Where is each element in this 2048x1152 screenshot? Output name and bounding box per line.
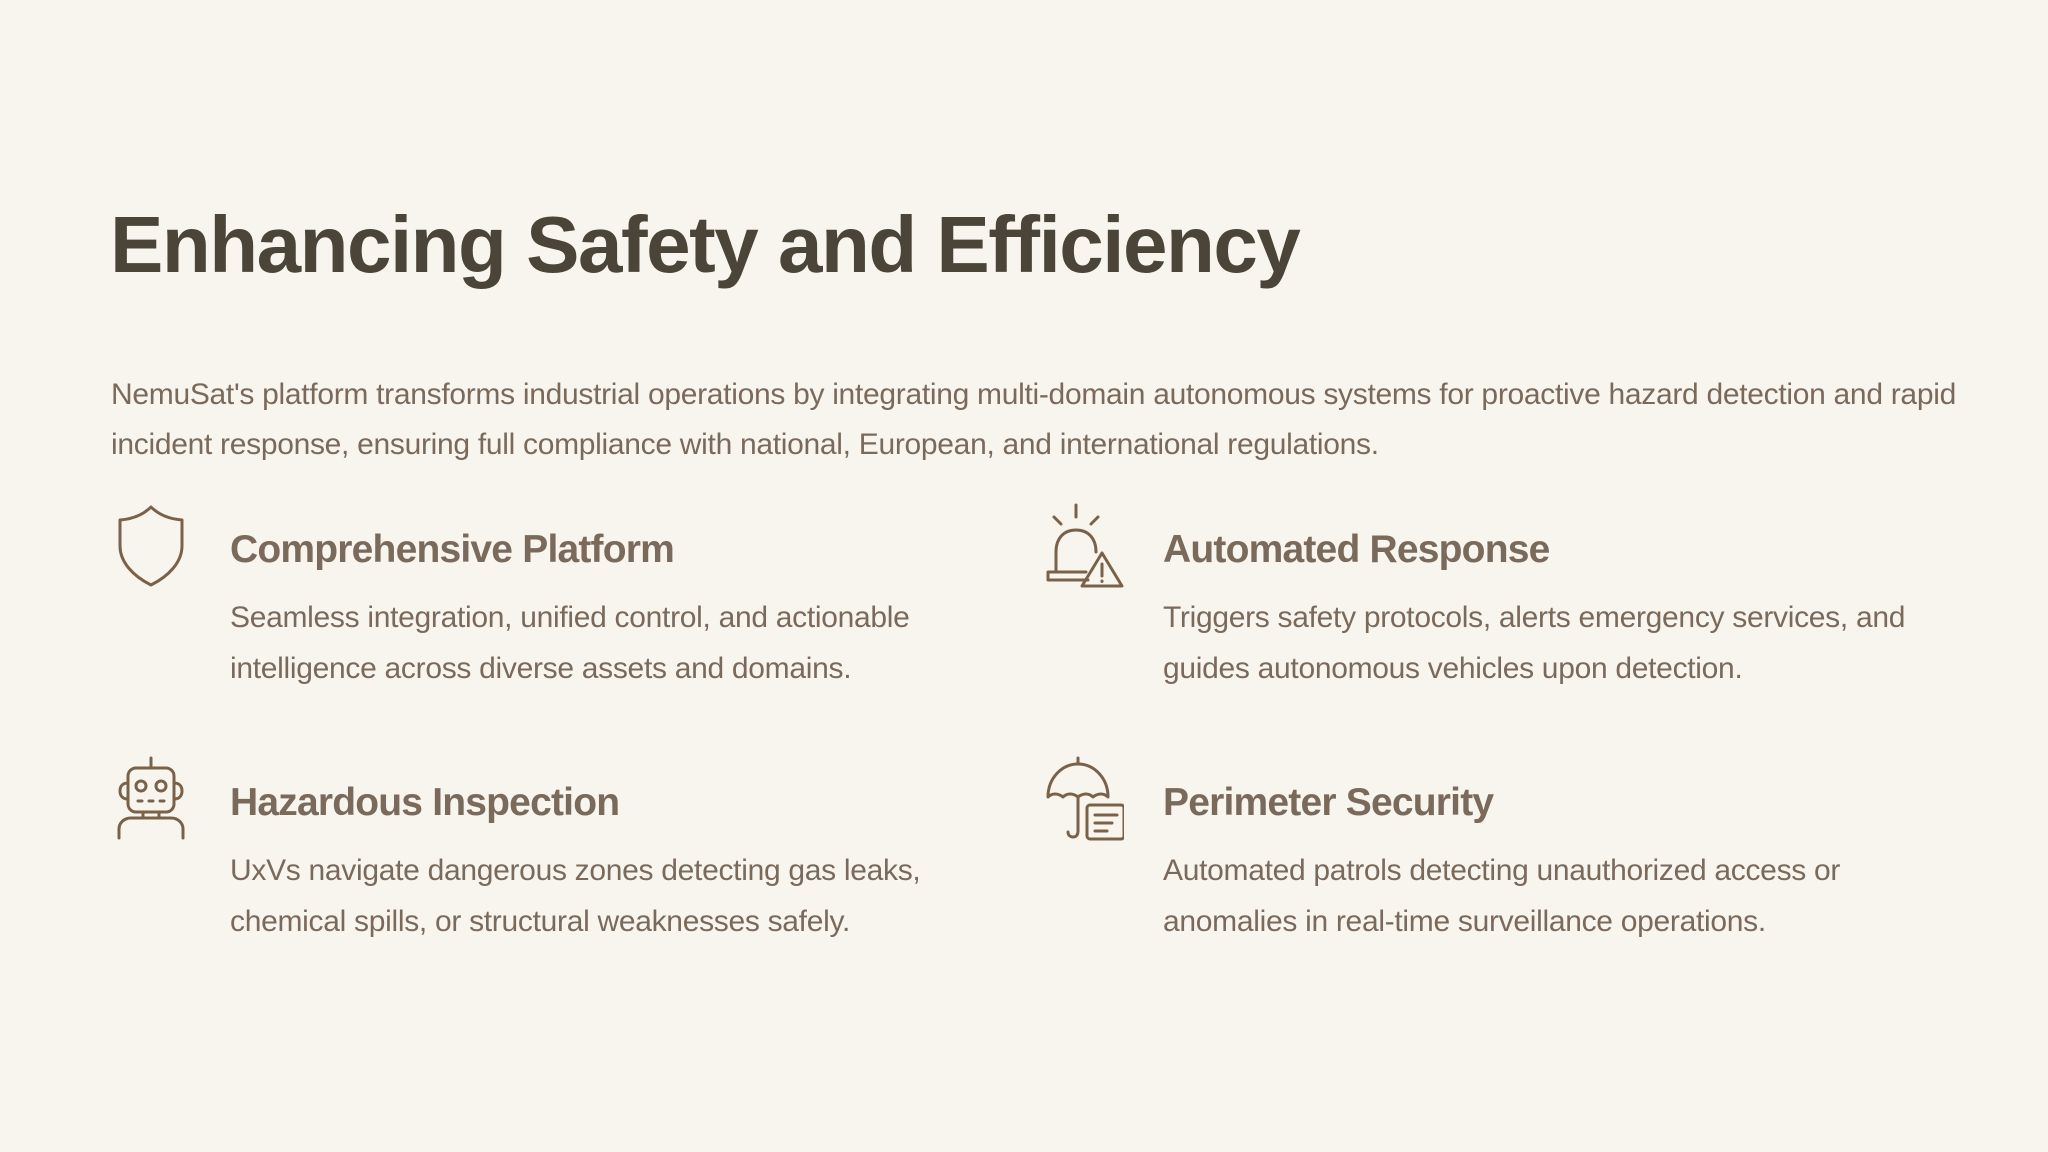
umbrella-document-icon	[1044, 753, 1124, 843]
intro-paragraph: NemuSat's platform transforms industrial…	[111, 378, 1956, 461]
feature-description: Triggers safety protocols, alerts emerge…	[1163, 601, 1906, 685]
siren-warning-icon	[1044, 500, 1124, 590]
shield-icon	[111, 500, 191, 590]
feature-description: Automated patrols detecting unauthorized…	[1163, 854, 1841, 938]
feature-heading: Automated Response	[1163, 528, 1550, 571]
feature-description: Seamless integration, unified control, a…	[230, 601, 910, 685]
page-title: Enhancing Safety and Efficiency	[110, 200, 1301, 289]
robot-icon	[111, 753, 191, 843]
feature-heading: Perimeter Security	[1163, 781, 1494, 824]
feature-heading: Hazardous Inspection	[230, 781, 620, 824]
feature-heading: Comprehensive Platform	[230, 528, 675, 571]
feature-description: UxVs navigate dangerous zones detecting …	[230, 854, 921, 938]
